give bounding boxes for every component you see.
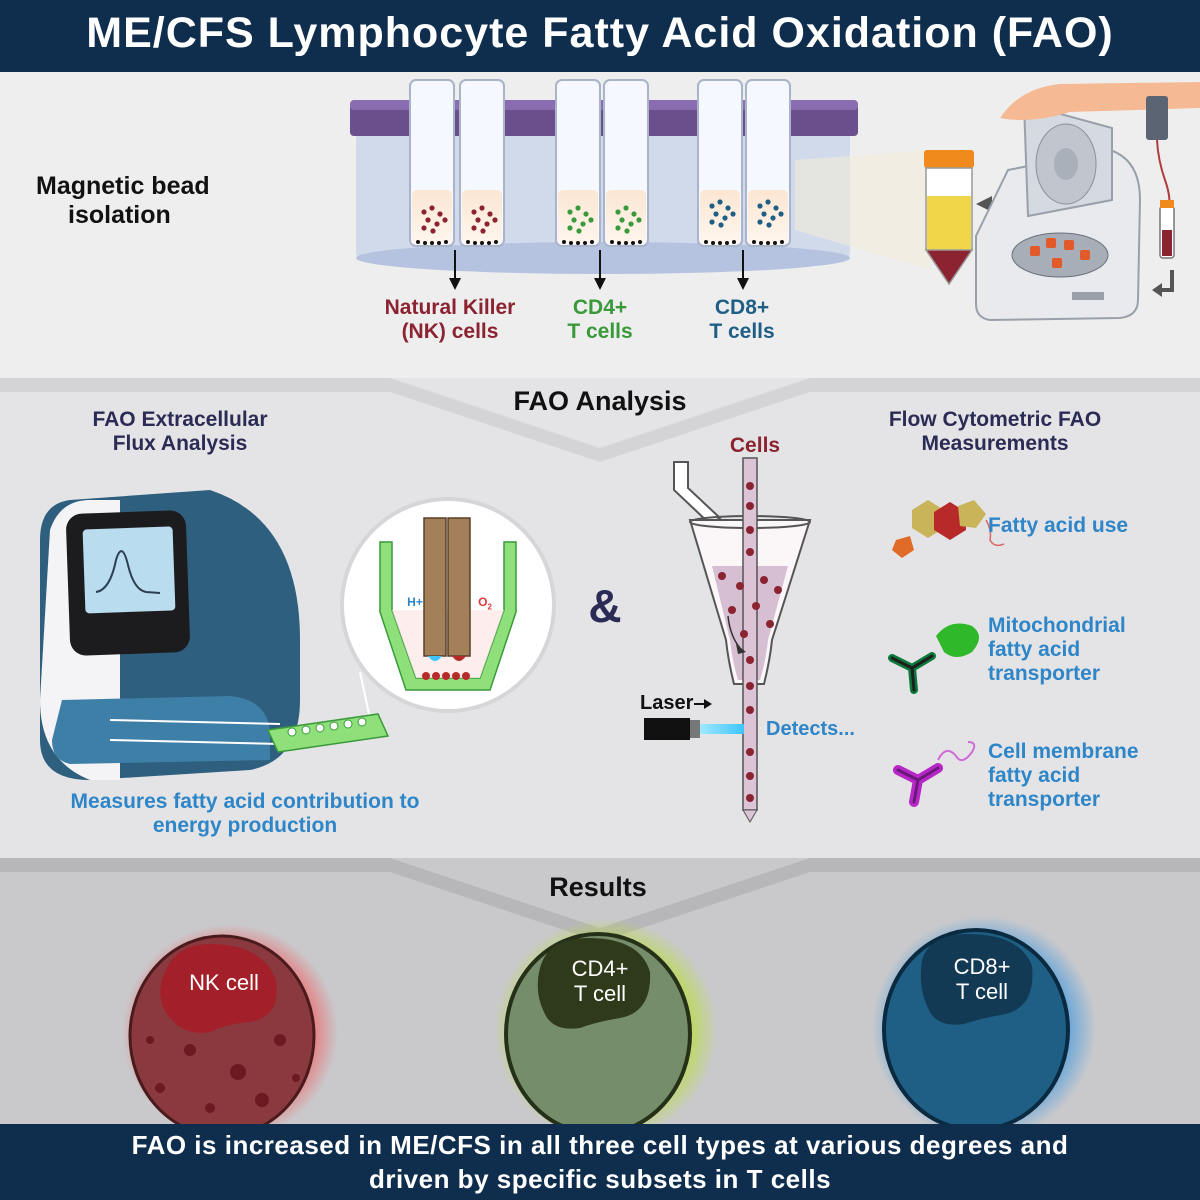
section-divider-chevron xyxy=(0,378,1200,462)
laser-device xyxy=(644,699,744,740)
conclusion-footer: FAO is increased in ME/CFS in all three … xyxy=(0,1124,1200,1200)
tube-cd8-2 xyxy=(745,79,791,247)
membrane-transporter-label-line3: transporter xyxy=(988,788,1101,812)
cd8-cells-label-line1: CD8+ xyxy=(714,296,770,319)
nk-cell-dots xyxy=(421,205,498,234)
nk-result-cell xyxy=(122,924,338,1140)
membrane-transporter-label-line1: Cell membrane xyxy=(988,740,1139,763)
conclusion-text: FAO is increased in ME/CFS in all three … xyxy=(0,1124,1200,1196)
fatty-acid-use-label: Fatty acid use xyxy=(988,514,1129,537)
mitochondrial-transporter-label-line1: Mitochondrial xyxy=(988,614,1126,637)
cd8-cell-label-line2: T cell xyxy=(955,979,1009,1005)
membrane-transporter-icon xyxy=(893,741,976,807)
flux-description-line1: Measures fatty acid contribution to xyxy=(70,790,420,813)
cd8-cell-label: CD8+ T cell xyxy=(922,954,1042,1005)
left-arrow-icon xyxy=(976,196,1004,212)
connector-line xyxy=(109,719,281,725)
connector-line xyxy=(109,739,281,745)
arm-blood-draw-icon xyxy=(1000,82,1200,297)
cd4-cell-label-line1: CD4+ xyxy=(571,956,629,981)
conical-tube xyxy=(924,150,974,286)
magnetic-bead-heading-line2: isolation xyxy=(68,200,171,229)
o2-label-symbol: O xyxy=(478,595,488,609)
flow-cytometry-heading: Flow Cytometric FAO Measurements xyxy=(840,408,1150,456)
cd4-cell-dots xyxy=(567,205,642,234)
tube-cd4-2 xyxy=(603,79,649,247)
h-plus-label: H+ xyxy=(407,595,423,609)
flux-analysis-heading-line1: FAO Extracellular xyxy=(92,408,268,431)
flux-analysis-heading-line2: Flux Analysis xyxy=(112,432,248,456)
cd8-result-cell xyxy=(872,916,1096,1140)
mitochondrial-transporter-label-line2: fatty acid xyxy=(988,638,1081,662)
cd4-cells-label: CD4+ T cells xyxy=(540,296,660,344)
magnetic-beads xyxy=(416,240,784,245)
cells-label: Cells xyxy=(729,434,781,457)
conclusion-line2: driven by specific subsets in T cells xyxy=(368,1164,832,1194)
mitochondrial-transporter-label-line3: transporter xyxy=(988,662,1101,686)
cd4-cell-label-line2: T cell xyxy=(573,981,627,1007)
flow-cytometer xyxy=(673,457,812,823)
cd4-cell-label: CD4+ T cell xyxy=(540,956,660,1007)
cd8-cell-dots xyxy=(709,199,784,228)
mitochondrial-transporter-label: Mitochondrial fatty acid transporter xyxy=(988,614,1188,686)
nk-cells-label-line2: (NK) cells xyxy=(401,320,499,344)
transfer-cone xyxy=(795,150,930,270)
detects-label: Detects... xyxy=(766,718,855,740)
o2-label-subscript: 2 xyxy=(487,602,492,612)
flux-analysis-heading: FAO Extracellular Flux Analysis xyxy=(40,408,320,456)
mitochondrial-transporter-icon xyxy=(888,623,979,694)
membrane-transporter-label-line2: fatty acid xyxy=(988,764,1081,788)
cd8-cells-label: CD8+ T cells xyxy=(682,296,802,344)
page-title: ME/CFS Lymphocyte Fatty Acid Oxidation (… xyxy=(86,9,1114,57)
nk-cells-label-line1: Natural Killer xyxy=(384,296,516,319)
tube-cd4-1 xyxy=(555,79,601,247)
magnified-well xyxy=(340,497,556,713)
ampersand: & xyxy=(588,580,622,632)
title-bar: ME/CFS Lymphocyte Fatty Acid Oxidation (… xyxy=(0,0,1200,72)
cd4-result-cell xyxy=(494,918,718,1142)
flux-description-line2: energy production xyxy=(152,814,338,838)
conclusion-line1: FAO is increased in ME/CFS in all three … xyxy=(131,1130,1069,1160)
membrane-transporter-label: Cell membrane fatty acid transporter xyxy=(988,740,1188,812)
tube-nk-2 xyxy=(459,79,505,247)
cd4-cells-label-line2: T cells xyxy=(567,320,633,344)
results-heading: Results xyxy=(549,872,647,902)
nk-cell-label: NK cell xyxy=(189,970,259,995)
flow-cytometry-heading-line2: Measurements xyxy=(921,432,1069,456)
fatty-acid-molecule-icon xyxy=(892,500,1005,558)
cell-culture-plate xyxy=(266,713,390,753)
down-arrows xyxy=(449,250,749,290)
nk-cells-label: Natural Killer (NK) cells xyxy=(360,296,540,344)
test-tubes xyxy=(409,79,791,247)
cd4-cells-label-line1: CD4+ xyxy=(572,296,628,319)
flow-cytometry-heading-line1: Flow Cytometric FAO xyxy=(888,408,1102,431)
tube-cd8-1 xyxy=(697,79,743,247)
section-divider-chevron xyxy=(0,858,1200,942)
laser-label: Laser xyxy=(640,692,694,714)
flux-description: Measures fatty acid contribution to ener… xyxy=(20,790,470,838)
o2-label: O2 xyxy=(470,595,500,612)
centrifuge-icon xyxy=(975,102,1142,322)
cd8-cells-label-line2: T cells xyxy=(709,320,775,344)
cd8-cell-label-line1: CD8+ xyxy=(953,954,1011,979)
fao-analysis-heading: FAO Analysis xyxy=(513,386,687,416)
magnetic-bead-heading: Magnetic bead isolation xyxy=(36,172,296,230)
magnetic-bead-heading-line1: Magnetic bead xyxy=(36,172,210,200)
flux-analyzer-device xyxy=(40,490,300,780)
tube-nk-1 xyxy=(409,79,455,247)
